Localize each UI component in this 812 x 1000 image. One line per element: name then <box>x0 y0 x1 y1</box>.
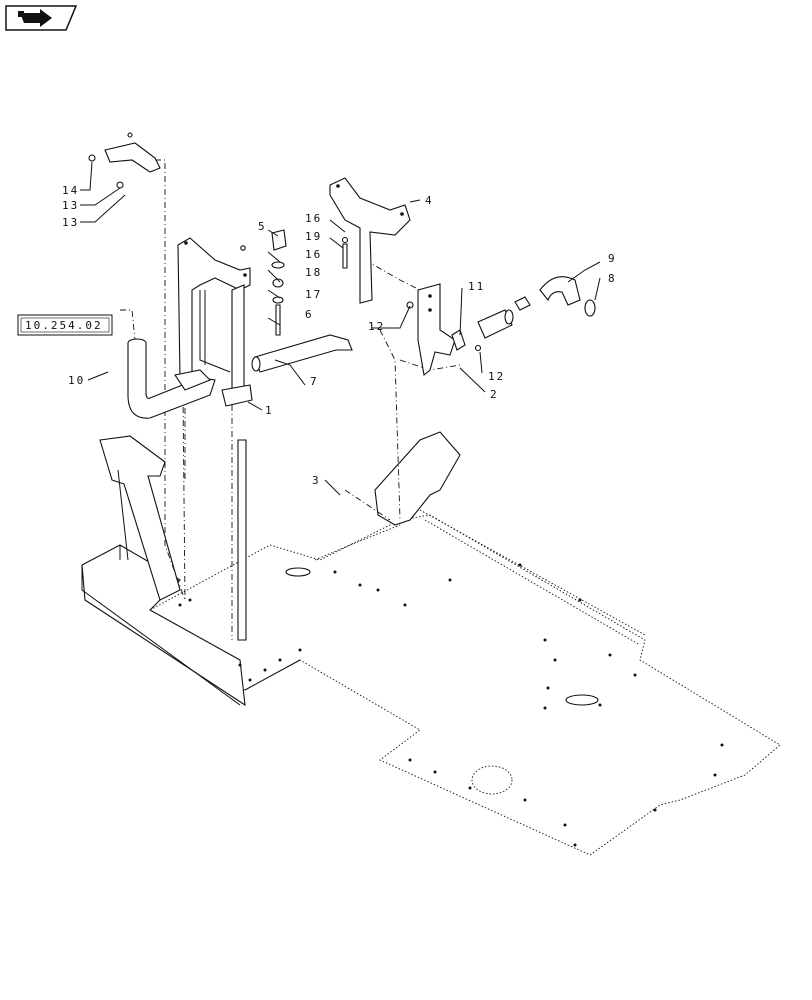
pipe-part-7 <box>251 334 353 373</box>
reference-label: 10.254.02 <box>25 319 103 332</box>
callout-7: 7 <box>310 375 319 388</box>
reference-box[interactable]: 10.254.02 <box>17 314 113 336</box>
callout-12: 12 <box>488 370 505 383</box>
callout-14: 13 <box>62 199 79 212</box>
callout-11: 11 <box>468 280 485 293</box>
callout-3: 3 <box>312 474 321 487</box>
platform-floor <box>81 431 781 856</box>
callout-18: 18 <box>305 266 322 279</box>
leader-lines <box>80 161 601 496</box>
arrow-right-icon[interactable] <box>5 5 78 31</box>
callout-9: 9 <box>608 252 617 265</box>
callout-1: 1 <box>265 404 274 417</box>
callout-15: 14 <box>62 184 79 197</box>
top-bracket <box>88 132 161 189</box>
callout-6: 6 <box>305 308 314 321</box>
callout-2: 2 <box>490 388 499 401</box>
callout-17: 17 <box>305 288 322 301</box>
callout-19: 19 <box>305 230 322 243</box>
callout-13-left: 13 <box>62 216 79 229</box>
callout-13-center: 12 <box>368 320 385 333</box>
callout-10: 10 <box>68 374 85 387</box>
callout-16-right: 16 <box>305 212 322 225</box>
handle-tube <box>127 338 216 419</box>
callout-4: 4 <box>425 194 434 207</box>
callout-16-center: 16 <box>305 248 322 261</box>
mounting-plate <box>406 283 456 377</box>
hardware-stack <box>271 229 287 336</box>
right-upright-support <box>329 177 411 304</box>
callout-numbers: 14 13 13 5 16 19 16 18 17 6 7 1 4 10 12 … <box>62 184 617 487</box>
callout-8: 8 <box>608 272 617 285</box>
callout-5: 5 <box>258 220 267 233</box>
pipe-fittings <box>451 276 596 352</box>
